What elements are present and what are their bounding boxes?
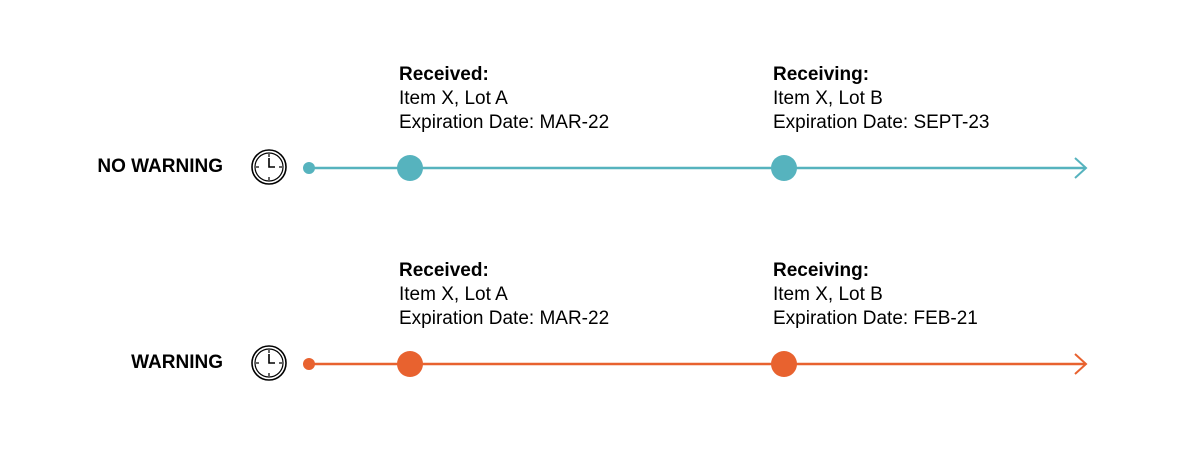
event-title: Receiving: xyxy=(773,64,870,85)
clock-icon xyxy=(251,149,287,185)
start-dot xyxy=(303,358,315,370)
event-expiration: Expiration Date: MAR-22 xyxy=(399,112,610,133)
event-item: Item X, Lot B xyxy=(773,284,883,305)
event-expiration: Expiration Date: MAR-22 xyxy=(399,308,610,329)
event-marker xyxy=(397,351,423,377)
start-dot xyxy=(303,162,315,174)
event-marker xyxy=(771,351,797,377)
clock-icon xyxy=(251,345,287,381)
event-receiving: Receiving: Item X, Lot B Expiration Date… xyxy=(773,63,990,135)
event-marker xyxy=(397,155,423,181)
event-title: Received: xyxy=(399,64,489,85)
row-label: NO WARNING xyxy=(97,156,223,177)
event-received: Received: Item X, Lot A Expiration Date:… xyxy=(399,63,609,135)
event-expiration: Expiration Date: FEB-21 xyxy=(773,308,978,329)
event-title: Receiving: xyxy=(773,260,870,281)
event-item: Item X, Lot A xyxy=(399,88,508,109)
timeline-arrow xyxy=(303,351,1088,377)
event-item: Item X, Lot B xyxy=(773,88,883,109)
event-expiration: Expiration Date: SEPT-23 xyxy=(773,112,990,133)
event-received: Received: Item X, Lot A Expiration Date:… xyxy=(399,259,609,331)
event-title: Received: xyxy=(399,260,489,281)
row-label: WARNING xyxy=(131,352,223,373)
event-item: Item X, Lot A xyxy=(399,284,508,305)
timeline-arrow xyxy=(303,155,1088,181)
event-marker xyxy=(771,155,797,181)
event-receiving: Receiving: Item X, Lot B Expiration Date… xyxy=(773,259,978,331)
